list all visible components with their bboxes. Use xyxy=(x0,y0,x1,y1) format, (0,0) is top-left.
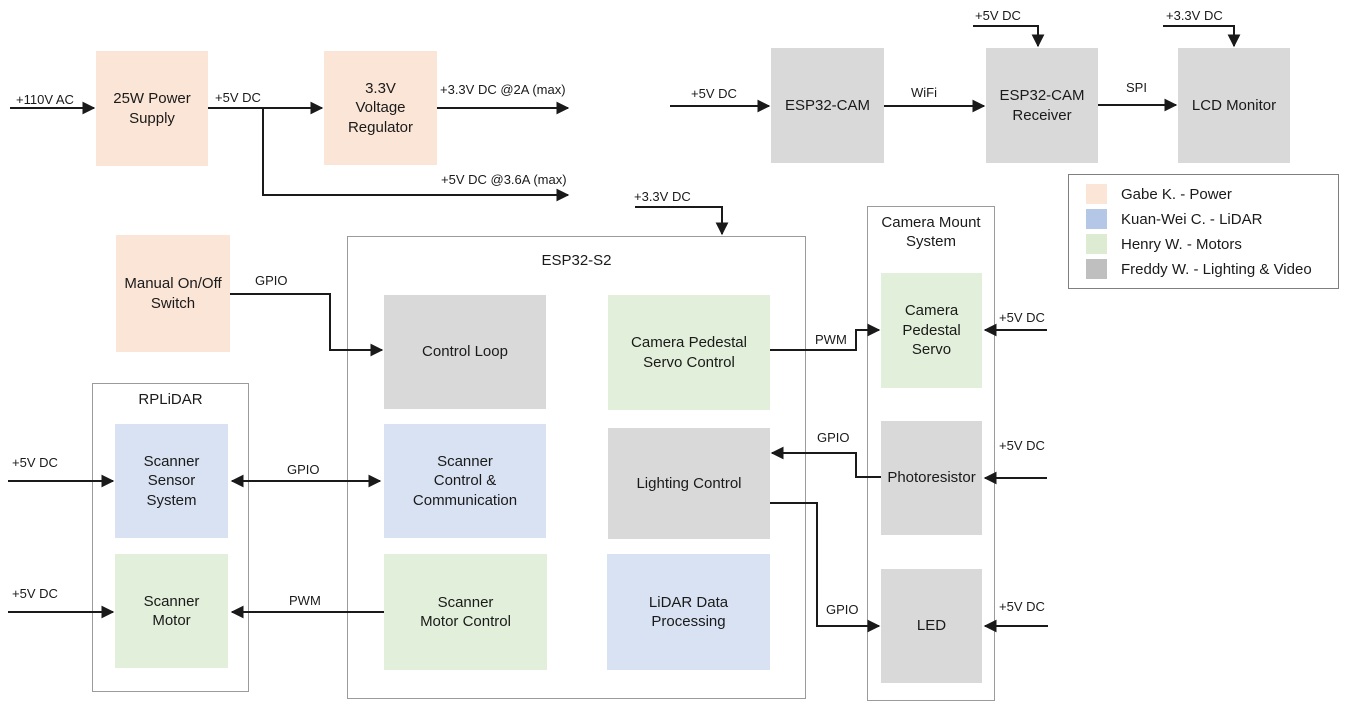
control-loop: Control Loop xyxy=(384,295,546,409)
legend-swatch xyxy=(1086,234,1107,254)
wire-5v-to-receiver xyxy=(973,25,1045,48)
lcd-monitor: LCD Monitor xyxy=(1178,48,1290,163)
rplidar-title: RPLiDAR xyxy=(138,391,203,408)
label-3v3-2a-max: +3.3V DC @2A (max) xyxy=(440,82,566,97)
label-gpio-scanner: GPIO xyxy=(287,462,320,477)
label-5v-dc-led-in: +5V DC xyxy=(999,599,1045,614)
esp32-cam: ESP32-CAM xyxy=(771,48,884,163)
legend-row: Henry W. - Motors xyxy=(1086,234,1328,254)
label-110v-ac: +110V AC xyxy=(16,92,74,107)
scanner-sensor-system: Scanner Sensor System xyxy=(115,424,228,538)
manual-on-off-switch: Manual On/Off Switch xyxy=(116,235,230,352)
lidar-data-processing: LiDAR Data Processing xyxy=(607,554,770,670)
label-3v3-dc-lcd-top: +3.3V DC xyxy=(1166,8,1223,23)
camera-mount-title: Camera Mount System xyxy=(881,214,981,250)
esp32-s2-title: ESP32-S2 xyxy=(541,252,612,269)
wire-3v3-to-esp32s2 xyxy=(635,206,729,236)
scanner-motor-control: Scanner Motor Control xyxy=(384,554,547,670)
led: LED xyxy=(881,569,982,683)
wire-switch-gpio xyxy=(230,293,384,357)
scanner-control-communication: Scanner Control & Communication xyxy=(384,424,546,538)
label-5v-dc-psu-out: +5V DC xyxy=(215,90,261,105)
legend-row: Freddy W. - Lighting & Video xyxy=(1086,259,1328,279)
label-5v-dc-receiver-top: +5V DC xyxy=(975,8,1021,23)
label-wifi: WiFi xyxy=(911,85,937,100)
legend-row: Kuan-Wei C. - LiDAR xyxy=(1086,209,1328,229)
scanner-motor: Scanner Motor xyxy=(115,554,228,668)
camera-pedestal-servo-control: Camera Pedestal Servo Control xyxy=(608,295,770,410)
label-5v-dc-motor-in: +5V DC xyxy=(12,586,58,601)
wire-servo-pwm xyxy=(770,323,881,351)
label-gpio-switch: GPIO xyxy=(255,273,288,288)
legend-label: Freddy W. - Lighting & Video xyxy=(1121,260,1312,278)
wire-photoresistor-gpio xyxy=(770,446,881,478)
legend-label: Henry W. - Motors xyxy=(1121,235,1242,253)
legend-label: Kuan-Wei C. - LiDAR xyxy=(1121,210,1263,228)
label-5v-dc-sensor-in: +5V DC xyxy=(12,455,58,470)
photoresistor: Photoresistor xyxy=(881,421,982,535)
label-gpio-photoresistor: GPIO xyxy=(817,430,850,445)
power-supply: 25W Power Supply xyxy=(96,51,208,166)
legend-swatch xyxy=(1086,209,1107,229)
wire-3v3-to-lcd xyxy=(1163,25,1241,48)
wire-5v-branch xyxy=(262,108,570,202)
esp32-cam-receiver: ESP32-CAM Receiver xyxy=(986,48,1098,163)
legend-row: Gabe K. - Power xyxy=(1086,184,1328,204)
lighting-control: Lighting Control xyxy=(608,428,770,539)
label-3v3-dc-esp32-top: +3.3V DC xyxy=(634,189,691,204)
label-5v-3a6-max: +5V DC @3.6A (max) xyxy=(441,172,567,187)
legend-swatch xyxy=(1086,259,1107,279)
legend-label: Gabe K. - Power xyxy=(1121,185,1232,203)
label-5v-dc-photoresistor-in: +5V DC xyxy=(999,438,1045,453)
label-pwm-scanner: PWM xyxy=(289,593,321,608)
label-5v-dc-servo-in: +5V DC xyxy=(999,310,1045,325)
camera-pedestal-servo: Camera Pedestal Servo xyxy=(881,273,982,388)
label-spi: SPI xyxy=(1126,80,1147,95)
label-pwm-servo: PWM xyxy=(815,332,847,347)
wire-led-gpio xyxy=(770,502,881,633)
legend-swatch xyxy=(1086,184,1107,204)
label-gpio-led: GPIO xyxy=(826,602,859,617)
voltage-regulator: 3.3V Voltage Regulator xyxy=(324,51,437,165)
label-5v-dc-cam-in: +5V DC xyxy=(691,86,737,101)
